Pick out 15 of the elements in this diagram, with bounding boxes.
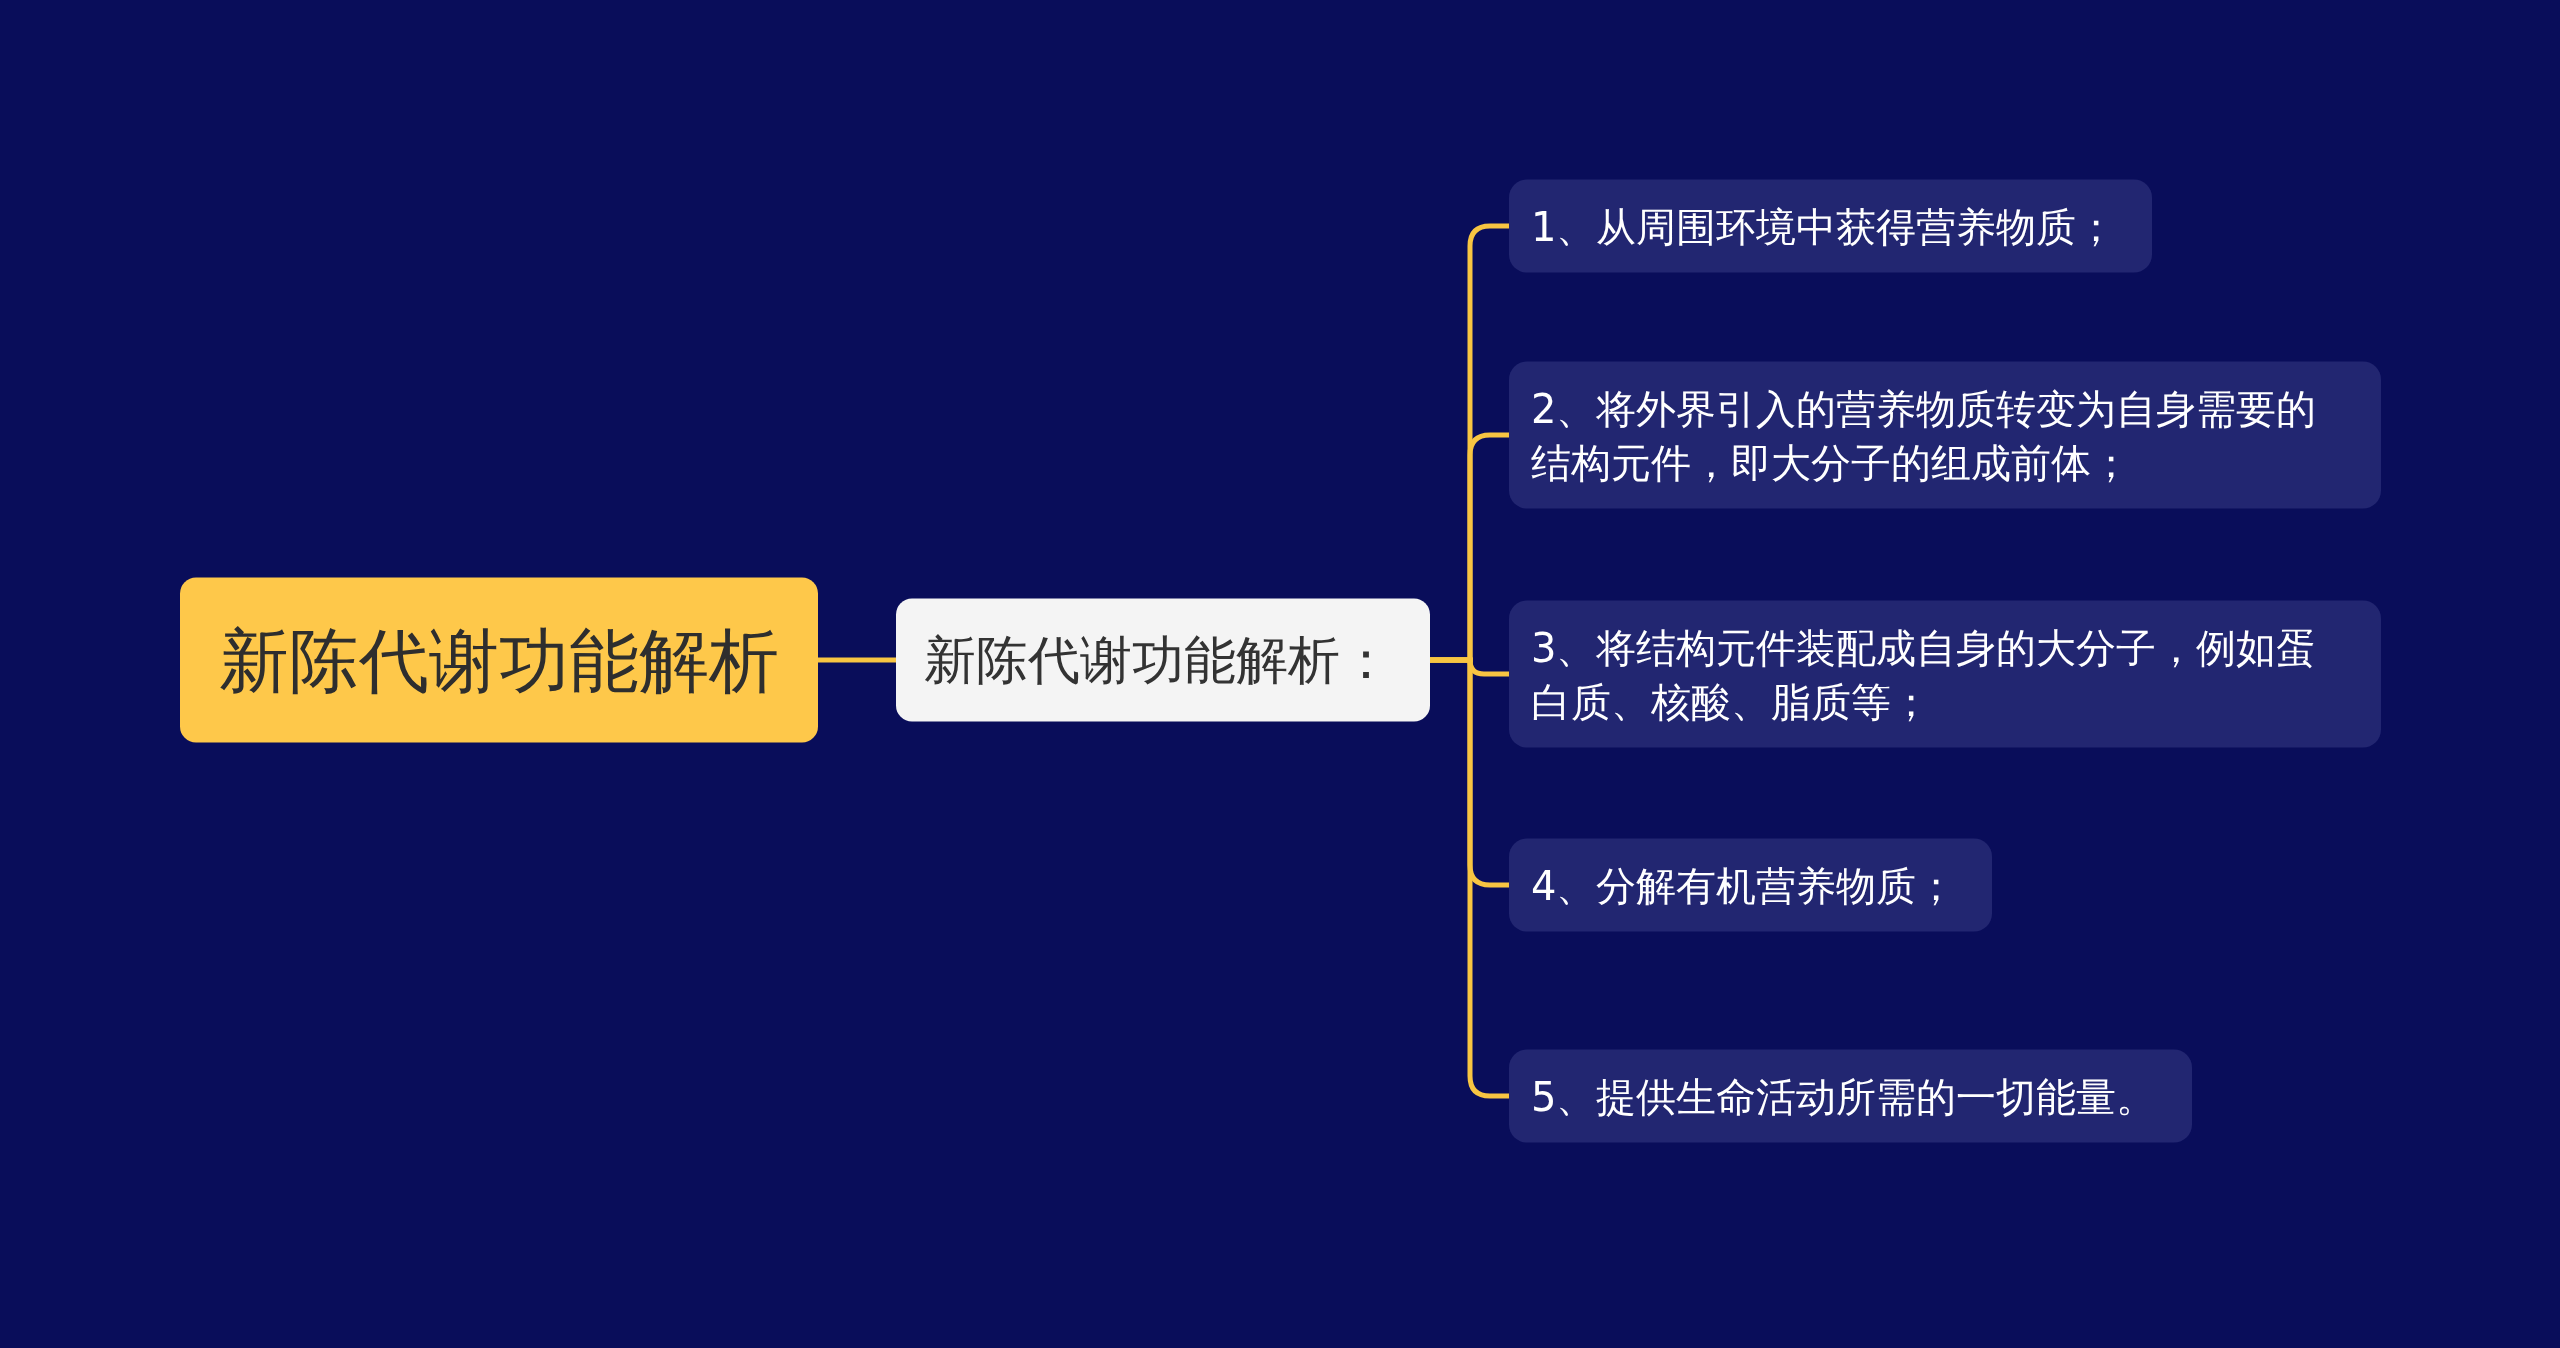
central-topic-text: 新陈代谢功能解析 [219,618,779,702]
detail-text: 2、将外界引入的营养物质转变为自身需要的结构元件，即大分子的组成前体； [1531,384,2318,488]
detail-text: 1、从周围环境中获得营养物质； [1531,202,2117,252]
detail-text: 4、分解有机营养物质； [1531,861,1957,911]
detail-card [1509,1049,2193,1143]
detail-card [1509,179,2153,273]
detail-card [1509,838,1993,932]
detail-text: 3、将结构元件装配成自身的大分子，例如蛋白质、核酸、脂质等； [1531,623,2318,727]
connector-line [818,657,896,663]
subtopic-text: 新陈代谢功能解析： [924,628,1392,692]
detail-text: 5、提供生命活动所需的一切能量。 [1531,1072,2157,1122]
subtopic-card [896,598,1430,722]
detail-card [1509,600,2381,748]
detail-card [1509,361,2381,509]
central-topic-card [180,577,818,743]
